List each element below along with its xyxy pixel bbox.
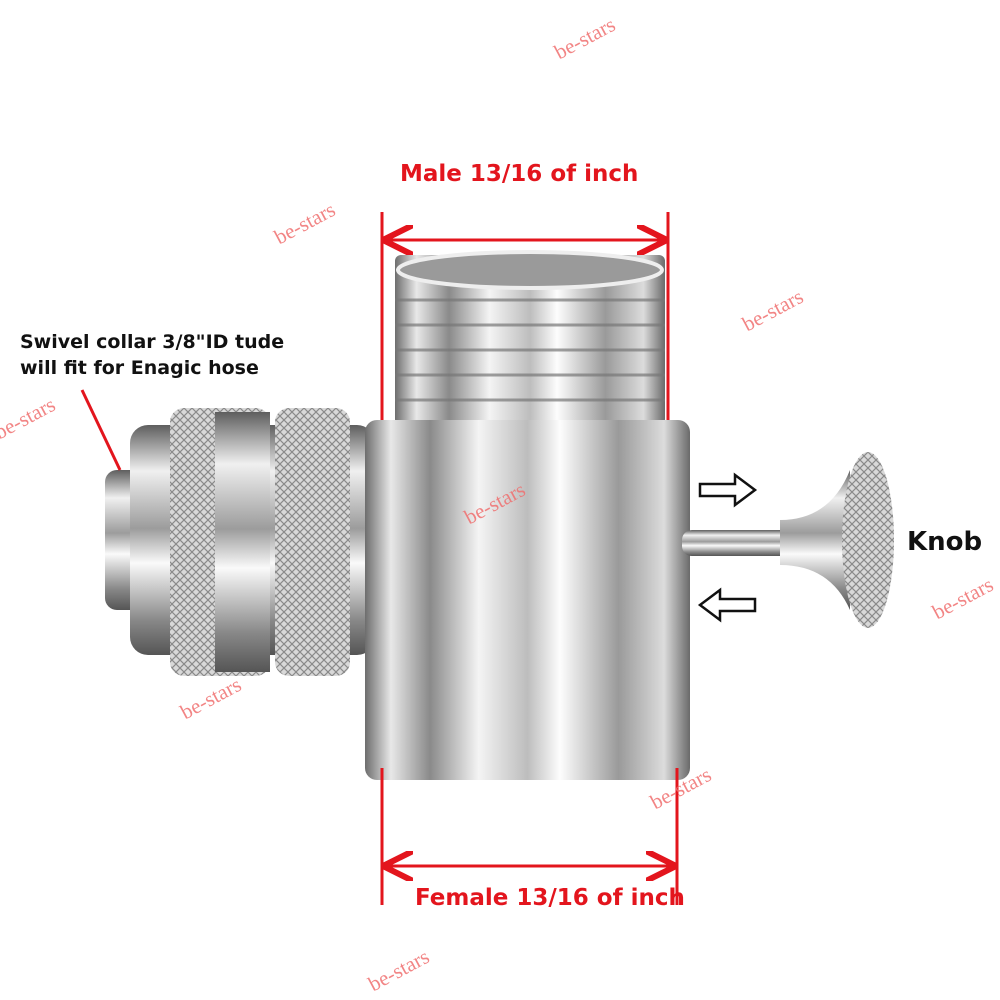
- swivel-pointer-line: [80, 389, 122, 471]
- knob-label: Knob: [907, 527, 983, 557]
- female-dimension: [380, 768, 679, 905]
- main-body: [365, 250, 690, 780]
- male-dimension: [380, 212, 670, 420]
- push-arrow-icon: [698, 472, 758, 508]
- swivel-collar: [105, 408, 375, 676]
- knob: [682, 452, 894, 628]
- female-dimension-label: Female 13/16 of inch: [415, 885, 685, 911]
- swivel-label-line2: will fit for Enagic hose: [20, 357, 259, 379]
- swivel-label-line1: Swivel collar 3/8"ID tude: [20, 331, 285, 353]
- pull-arrow-icon: [697, 587, 757, 623]
- male-dimension-label: Male 13/16 of inch: [400, 161, 639, 187]
